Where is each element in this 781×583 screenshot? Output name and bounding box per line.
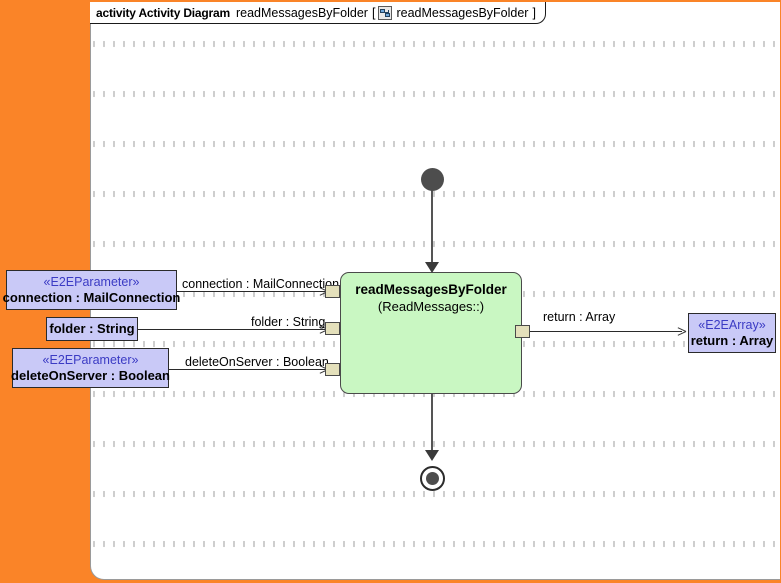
input-parameter-folder-name: folder : String (49, 321, 135, 336)
control-flow-arrowhead-down (425, 262, 439, 273)
deleteOnServer-input-pin[interactable] (325, 363, 340, 376)
diagram-kind-label: activity Activity Diagram (96, 5, 230, 20)
output-parameter-return[interactable]: «E2EArray» return : Array (688, 313, 776, 353)
object-flow-connection-label: connection : MailConnection (182, 277, 340, 291)
input-parameter-connection-name: connection : MailConnection (2, 290, 181, 305)
diagram-context-label: readMessagesByFolder (396, 5, 529, 20)
object-flow-return-label: return : Array (543, 310, 616, 324)
action-subtitle: (ReadMessages::) (377, 299, 485, 314)
object-flow-return (530, 331, 682, 332)
input-parameter-folder[interactable]: folder : String (46, 317, 138, 341)
input-parameter-connection-stereotype: «E2EParameter» (43, 275, 140, 289)
object-flow-deleteOnServer-label: deleteOnServer : Boolean (185, 355, 329, 369)
action-node-readMessagesByFolder[interactable]: readMessagesByFolder (ReadMessages::) (340, 272, 522, 394)
control-flow-action-to-final (431, 394, 433, 456)
diagram-title-tab[interactable]: activity Activity Diagram readMessagesBy… (90, 2, 546, 24)
input-parameter-connection[interactable]: «E2EParameter» connection : MailConnecti… (3, 270, 180, 310)
control-flow-initial-to-action (431, 190, 433, 270)
bracket-close: ] (532, 5, 536, 20)
activity-diagram-icon (378, 5, 393, 20)
bracket-open: [ (371, 5, 376, 20)
object-flow-folder-label: folder : String (251, 315, 326, 329)
folder-input-pin[interactable] (325, 322, 340, 335)
output-parameter-return-stereotype: «E2EArray» (698, 318, 766, 332)
activity-final-node[interactable] (420, 466, 445, 491)
return-output-pin[interactable] (515, 325, 530, 338)
input-parameter-deleteOnServer[interactable]: «E2EParameter» deleteOnServer : Boolean (11, 348, 170, 388)
object-flow-connection (177, 291, 327, 292)
object-flow-folder (138, 329, 327, 330)
object-flow-deleteOnServer (169, 369, 327, 370)
control-flow-arrowhead-final (425, 450, 439, 461)
diagram-name-label: readMessagesByFolder (235, 5, 368, 20)
input-parameter-deleteOnServer-stereotype: «E2EParameter» (42, 353, 139, 367)
input-parameter-deleteOnServer-name: deleteOnServer : Boolean (11, 368, 170, 383)
output-parameter-return-name: return : Array (690, 333, 774, 348)
initial-node[interactable] (421, 168, 444, 191)
action-title: readMessagesByFolder (355, 282, 507, 297)
connection-input-pin[interactable] (325, 285, 340, 298)
